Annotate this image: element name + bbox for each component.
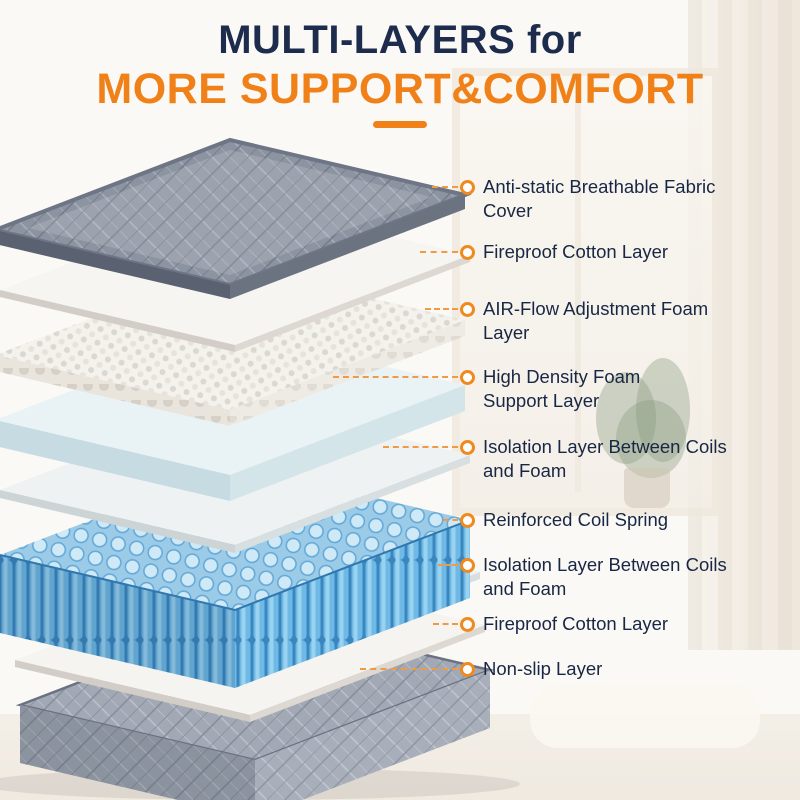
title-line-2: MORE SUPPORT&COMFORT (96, 65, 704, 113)
leader-line (443, 519, 458, 521)
leader-line (438, 564, 458, 566)
label-non-slip: Non-slip Layer (360, 657, 602, 681)
background-window (452, 68, 720, 516)
label-airflow-foam: AIR-Flow Adjustment Foam Layer (425, 297, 715, 345)
leader-line (425, 308, 458, 310)
background-plant-leaf (616, 400, 686, 478)
bullet-ring-icon (460, 245, 475, 260)
bullet-ring-icon (460, 302, 475, 317)
label-text: Isolation Layer Between Coils and Foam (483, 554, 727, 600)
label-fabric-cover: Anti-static Breathable Fabric Cover (432, 175, 745, 223)
leader-line (383, 446, 458, 448)
bullet-ring-icon (460, 617, 475, 632)
title-line-1: MULTI-LAYERS for (218, 18, 582, 62)
label-isolation-bottom: Isolation Layer Between Coils and Foam (438, 553, 741, 601)
leader-line (360, 668, 458, 670)
label-fireproof-cotton-bottom: Fireproof Cotton Layer (433, 612, 668, 636)
leader-line (420, 251, 458, 253)
bullet-ring-icon (460, 662, 475, 677)
label-fireproof-cotton-top: Fireproof Cotton Layer (420, 240, 668, 264)
label-text: Anti-static Breathable Fabric Cover (483, 176, 716, 222)
background-plant-leaf (596, 372, 656, 464)
background-plant-pot (624, 468, 670, 508)
background-pillow (530, 684, 760, 748)
label-text: Fireproof Cotton Layer (483, 241, 669, 262)
label-text: Reinforced Coil Spring (483, 509, 669, 530)
leader-line (333, 376, 458, 378)
title-block: MULTI-LAYERS for MORE SUPPORT&COMFORT (0, 18, 800, 128)
leader-line (433, 623, 458, 625)
label-text: Non-slip Layer (483, 658, 603, 679)
leader-line (432, 186, 458, 188)
label-text: AIR-Flow Adjustment Foam Layer (483, 298, 709, 344)
layer-fabric-cover (0, 137, 472, 299)
bullet-ring-icon (460, 558, 475, 573)
bullet-ring-icon (460, 180, 475, 195)
bullet-ring-icon (460, 440, 475, 455)
bullet-ring-icon (460, 513, 475, 528)
bullet-ring-icon (460, 370, 475, 385)
label-isolation-top: Isolation Layer Between Coils and Foam (383, 435, 741, 483)
background-window-bar (575, 76, 581, 492)
label-high-density-foam: High Density Foam Support Layer (333, 365, 658, 413)
label-text: Isolation Layer Between Coils and Foam (483, 436, 727, 482)
title-underline (373, 121, 427, 128)
background-plant-leaf (636, 358, 690, 462)
label-coil-spring: Reinforced Coil Spring (443, 508, 668, 532)
label-text: Fireproof Cotton Layer (483, 613, 669, 634)
label-text: High Density Foam Support Layer (483, 366, 641, 412)
